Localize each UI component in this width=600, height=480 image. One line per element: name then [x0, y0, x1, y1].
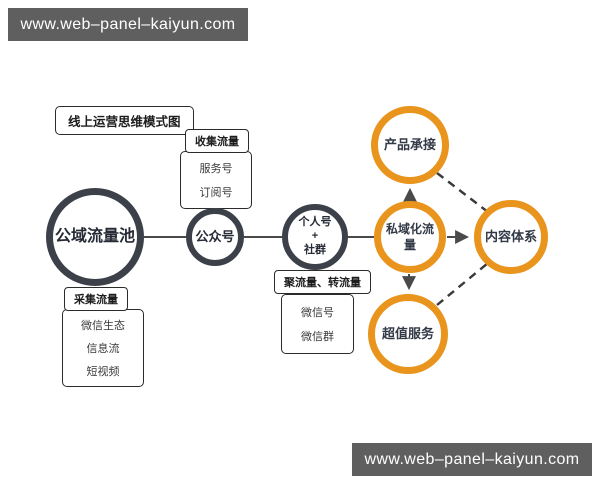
list-item: 短视频	[86, 366, 120, 378]
list-item: 微信群	[301, 331, 334, 344]
node-label: 超值服务	[381, 326, 434, 342]
watermark-bar-bottom: www.web–panel–kaiyun.com	[352, 443, 592, 476]
node-label: 公域流量池	[54, 228, 135, 246]
list-item: 微信号	[301, 306, 334, 319]
node-label: 私域化流量	[385, 221, 434, 252]
list-item: 订阅号	[199, 187, 233, 199]
node-label: 公众号	[195, 229, 235, 245]
node-official-account: 公众号	[186, 208, 244, 266]
node-content-system: 内容体系	[474, 200, 548, 274]
node-public-traffic-pool: 公域流量池	[46, 188, 144, 286]
node-private-traffic: 私域化流量	[374, 201, 446, 273]
diagram-title: 线上运营思维模式图	[55, 106, 194, 135]
watermark-bar-top: www.web–panel–kaiyun.com	[8, 8, 248, 41]
node-label-line3: 社群	[304, 243, 326, 256]
node-label-line1: 个人号	[298, 216, 332, 229]
node-label: 内容体系	[484, 229, 537, 245]
watermark-text-top: www.web–panel–kaiyun.com	[20, 15, 236, 33]
node-personal-and-community: 个人号 + 社群	[282, 204, 348, 270]
list-source-channels: 微信生态 信息流 短视频	[62, 309, 144, 387]
node-label: 产品承接	[383, 137, 436, 153]
label-collect-traffic-top: 收集流量	[185, 129, 249, 153]
label-collect-traffic-left: 采集流量	[64, 287, 128, 311]
label-gather-convert: 聚流量、转流量	[274, 270, 371, 294]
list-wechat-tools: 微信号 微信群	[281, 294, 354, 354]
node-product-link: 产品承接	[371, 106, 449, 184]
watermark-text-bottom: www.web–panel–kaiyun.com	[364, 450, 580, 468]
dashed-product-content	[436, 172, 489, 213]
list-item: 服务号	[199, 163, 233, 175]
list-item: 微信生态	[81, 320, 125, 332]
node-premium-service: 超值服务	[368, 294, 448, 374]
node-label-line2: +	[311, 230, 319, 243]
list-official-channels: 服务号 订阅号	[180, 151, 252, 209]
node-label: 个人号 + 社群	[299, 216, 332, 257]
dashed-service-content	[436, 262, 489, 306]
list-item: 信息流	[86, 343, 120, 355]
